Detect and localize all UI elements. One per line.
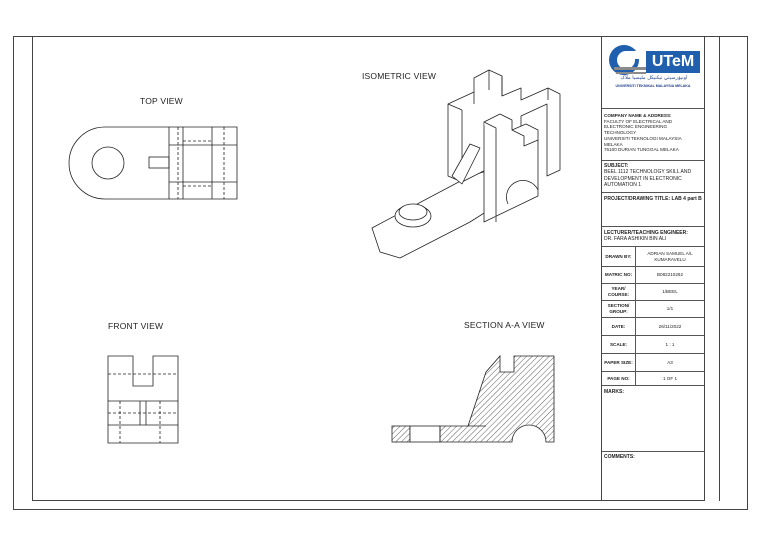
sheet-inner-right-rule xyxy=(719,36,720,501)
page-no-value: 1 OF 1 xyxy=(662,375,678,381)
utem-emblem-icon xyxy=(609,45,646,75)
section-group-value: 1/1 xyxy=(666,306,674,312)
paper-size-key: PAPER SIZE: xyxy=(602,354,636,371)
section-view-label: SECTION A-A VIEW xyxy=(464,320,545,330)
marks-label: MARKS: xyxy=(604,389,624,395)
logo-section: UTeM اونيۏرسيتي تيكنيكل مليسيا ملاک UNIV… xyxy=(602,37,704,109)
drawn-by-value: ADRIAN SAMUEL A/L KUMARAVELU xyxy=(647,250,693,262)
sheet-bottom-rule xyxy=(13,509,748,510)
isometric-view-drawing xyxy=(371,69,561,259)
year-course-row: YEAR/ COURSE: 1/BEEL xyxy=(602,284,704,301)
top-view-label: TOP VIEW xyxy=(140,96,183,106)
year-course-key: YEAR/ COURSE: xyxy=(602,284,636,300)
company-line: FACULTY OF ELECTRICAL AND xyxy=(604,118,673,124)
isometric-view-label: ISOMETRIC VIEW xyxy=(362,71,437,81)
project-value: LAB 4 part B xyxy=(671,196,702,202)
drawn-by-key: DRAWN BY: xyxy=(602,247,636,266)
utem-logo-text: UTeM xyxy=(646,51,700,73)
matric-row: MATRIC NO: B082210262 xyxy=(602,267,704,284)
subject-label: SUBJECT: xyxy=(604,163,629,169)
front-view-drawing xyxy=(107,355,179,444)
lecturer-label: LECTURER/TEACHING ENGINEER: xyxy=(604,230,688,236)
paper-size-row: PAPER SIZE: A3 xyxy=(602,354,704,372)
subject-section: SUBJECT: BEEL 1112 TECHNOLOGY SKILL AND … xyxy=(602,161,704,193)
page-no-key: PAGE NO: xyxy=(602,372,636,385)
project-label: PROJECT/DRAWING TITLE: xyxy=(604,196,671,202)
company-line: TECHNOLOGY xyxy=(604,130,637,136)
paper-size-value: A3 xyxy=(667,359,673,365)
date-value: 26/11/2022 xyxy=(658,323,682,329)
drawing-canvas xyxy=(68,69,561,444)
logo-jawi-text: اونيۏرسيتي تيكنيكل مليسيا ملاک xyxy=(620,75,688,81)
company-line: 76100 DURIAN TUNGGAL MELAKA xyxy=(604,147,679,153)
section-group-row: SECTION/ GROUP: 1/1 xyxy=(602,301,704,318)
scale-row: SCALE: 1 : 1 xyxy=(602,336,704,354)
page-no-row: PAGE NO: 1 OF 1 xyxy=(602,372,704,386)
section-view-drawing xyxy=(391,354,555,443)
company-line: ELECTRONIC ENGINEERING xyxy=(604,124,668,130)
scale-key: SCALE: xyxy=(602,336,636,353)
comments-section: COMMENTS: xyxy=(602,452,704,500)
comments-label: COMMENTS: xyxy=(604,454,635,460)
logo-university-name: UNIVERSITI TEKNIKAL MALAYSIA MELAKA xyxy=(615,84,691,88)
marks-section: MARKS: xyxy=(602,386,704,452)
company-label: COMPANY NAME & ADDRESS: xyxy=(604,113,672,118)
subject-value: BEEL 1112 TECHNOLOGY SKILL AND DEVELOPME… xyxy=(604,169,692,188)
year-course-value: 1/BEEL xyxy=(662,289,678,295)
company-section: COMPANY NAME & ADDRESS: FACULTY OF ELECT… xyxy=(602,109,704,161)
front-view-label: FRONT VIEW xyxy=(108,321,164,331)
date-row: DATE: 26/11/2022 xyxy=(602,318,704,336)
top-view-drawing xyxy=(68,126,238,200)
section-group-key: SECTION/ GROUP: xyxy=(602,301,636,317)
lecturer-value: DR. FARA ASHIKIN BIN ALI xyxy=(604,236,667,243)
project-section: PROJECT/DRAWING TITLE: LAB 4 part B xyxy=(602,193,704,227)
company-line: UNIVERSITI TEKNOLOGI MALAYSIA xyxy=(604,135,682,141)
lecturer-section: LECTURER/TEACHING ENGINEER: DR. FARA ASH… xyxy=(602,227,704,247)
matric-key: MATRIC NO: xyxy=(602,267,636,283)
company-line: MELAKA xyxy=(604,141,623,147)
sheet-left-margin xyxy=(13,36,14,510)
date-key: DATE: xyxy=(602,318,636,335)
sheet-right-margin xyxy=(747,36,748,510)
drawn-by-row: DRAWN BY: ADRIAN SAMUEL A/L KUMARAVELU xyxy=(602,247,704,267)
matric-value: B082210262 xyxy=(656,272,684,278)
scale-value: 1 : 1 xyxy=(665,341,675,347)
title-block: UTeM اونيۏرسيتي تيكنيكل مليسيا ملاک UNIV… xyxy=(601,36,705,501)
